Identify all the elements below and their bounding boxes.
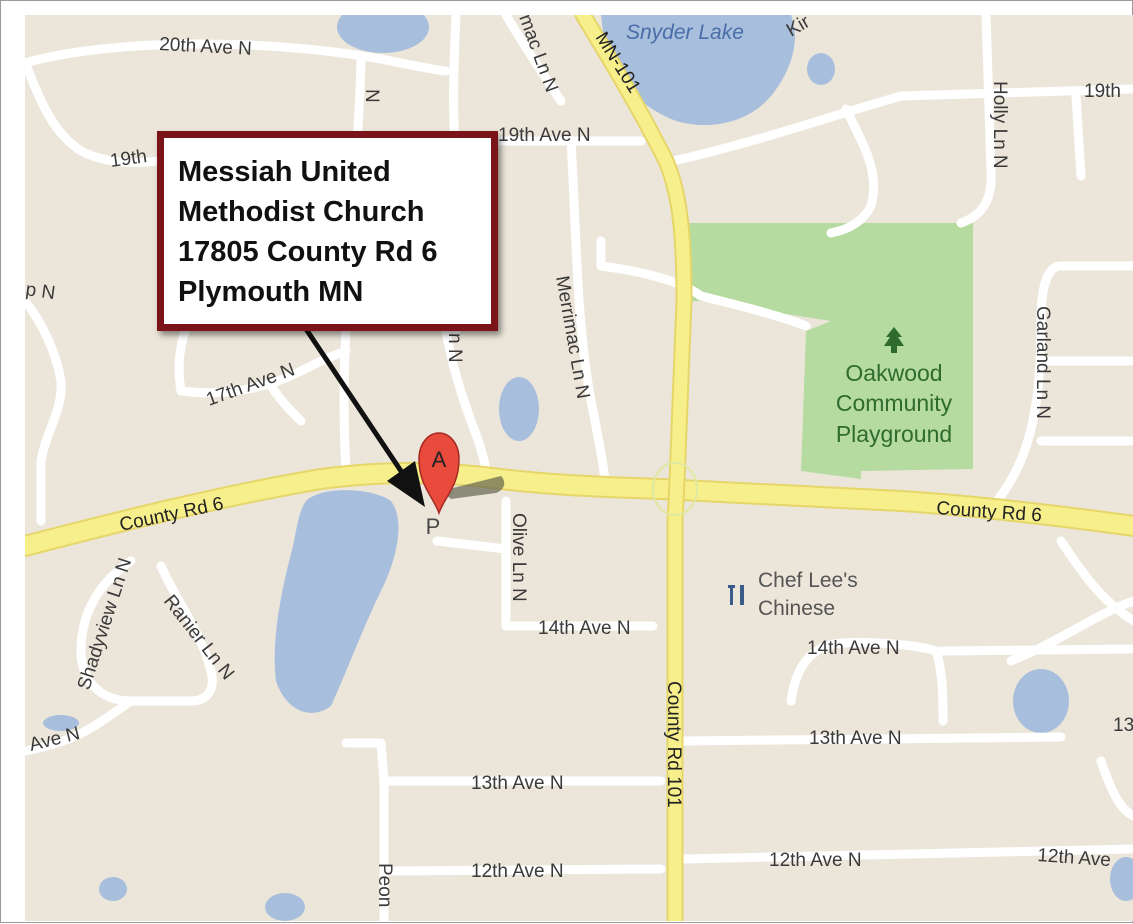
road-label-12th-ave-east: 12th Ave [1037, 845, 1112, 871]
pond-west-edge [43, 715, 79, 731]
callout-line-4: Plymouth MN [178, 276, 364, 308]
road-label-partial-n-left: p N [24, 279, 56, 304]
callout-line-3: 17805 County Rd 6 [178, 236, 438, 268]
road-merrimac [566, 136, 610, 486]
road-19th-ave-east [668, 84, 1133, 166]
road-label-n-top: N [361, 89, 382, 103]
road-20th-ave [25, 39, 451, 76]
road-label-12th-ave-mid: 12th Ave N [769, 850, 862, 871]
road-label-19th-left: 19th [109, 146, 149, 172]
church-address-callout: Messiah United Methodist Church 17805 Co… [157, 131, 498, 331]
park-area [684, 223, 973, 479]
parking-label: P [426, 514, 441, 539]
road-label-garland-ln: Garland Ln N [1032, 306, 1053, 419]
road-east-diag [1006, 596, 1133, 666]
park-label-line-1: Oakwood [845, 360, 942, 386]
lake-south-west [274, 490, 399, 713]
road-label-county-rd-101: County Rd 101 [663, 681, 684, 808]
marker-pin [418, 432, 460, 516]
road-label-19th-right: 19th [1084, 81, 1121, 102]
road-label-13th-ave-east: 13th Ave N [809, 728, 902, 749]
road-14th-ave-east [786, 638, 948, 726]
marker-shadow [441, 476, 505, 499]
water-bodies [43, 15, 1133, 921]
pond-south-west [99, 877, 127, 901]
park-label-line-2: Community [836, 390, 953, 416]
restaurant-icon [728, 585, 744, 605]
road-ranier-ln [126, 561, 217, 706]
snyder-lake [601, 15, 795, 126]
road-13th-ave-east [679, 732, 1066, 746]
restaurant-label-line-1: Chef Lee's [758, 569, 858, 592]
park-label: Oakwood Community Playground [836, 360, 953, 447]
road-label-peony: Peon [374, 863, 395, 907]
callout-line-2: Methodist Church [178, 196, 425, 228]
callout-line-1: Messiah United [178, 156, 391, 188]
road-label-13-edge: 13 [1113, 715, 1133, 736]
road-label-14th-ave-west: 14th Ave N [538, 618, 631, 639]
pond-center [499, 377, 539, 441]
pond-bottom-right [1110, 857, 1133, 901]
road-label-partial-ln-n: n N [444, 333, 465, 363]
road-mn-101 [576, 15, 691, 921]
road-olive-ln [501, 496, 658, 631]
road-13th-ave-west [341, 738, 666, 786]
road-17th-down [266, 381, 306, 426]
road-label-12th-ave-west: 12th Ave N [471, 861, 564, 882]
roundabout [652, 462, 698, 516]
road-label-holly-ln: Holly Ln N [989, 81, 1010, 169]
road-west-upper [25, 296, 66, 526]
tree-icon [884, 327, 904, 353]
road-label-14th-ave-east: 14th Ave N [807, 638, 900, 659]
lake-top-left [337, 15, 429, 53]
road-merrimac-top [501, 15, 566, 106]
road-shadyview-down [25, 696, 136, 756]
marker-letter: A [432, 447, 447, 472]
restaurant-label-line-2: Chinese [758, 597, 835, 620]
park-label-line-3: Playground [836, 421, 952, 447]
road-label-13th-ave-west: 13th Ave N [471, 773, 564, 794]
pond-south [265, 893, 305, 921]
road-19th-spur [826, 104, 879, 238]
road-holly-ln [956, 15, 996, 228]
road-garland-ln [986, 261, 1133, 516]
road-label-20th-ave: 20th Ave N [159, 34, 253, 60]
snyder-lake-label: Snyder Lake [626, 21, 744, 44]
restaurant-label[interactable]: Chef Lee's Chinese [758, 569, 858, 620]
road-12th-ave-east [679, 844, 1133, 864]
road-19th-east-drop [1071, 91, 1086, 181]
road-east-diag-2 [1056, 536, 1133, 626]
location-marker[interactable]: A [418, 432, 460, 516]
road-17th-ave [176, 346, 351, 398]
road-label-olive-ln: Olive Ln N [508, 513, 529, 602]
road-county-101-south-spur [1096, 756, 1133, 821]
road-olive-spur [432, 536, 511, 554]
road-label-19th-center: 19th Ave N [498, 125, 591, 146]
pond-east [1013, 669, 1069, 733]
callout-arrow [301, 324, 425, 507]
road-shadyview-ln [76, 556, 136, 706]
road-n-ln [436, 296, 492, 481]
road-park-spur [596, 236, 811, 331]
pond-top-right [807, 53, 835, 85]
